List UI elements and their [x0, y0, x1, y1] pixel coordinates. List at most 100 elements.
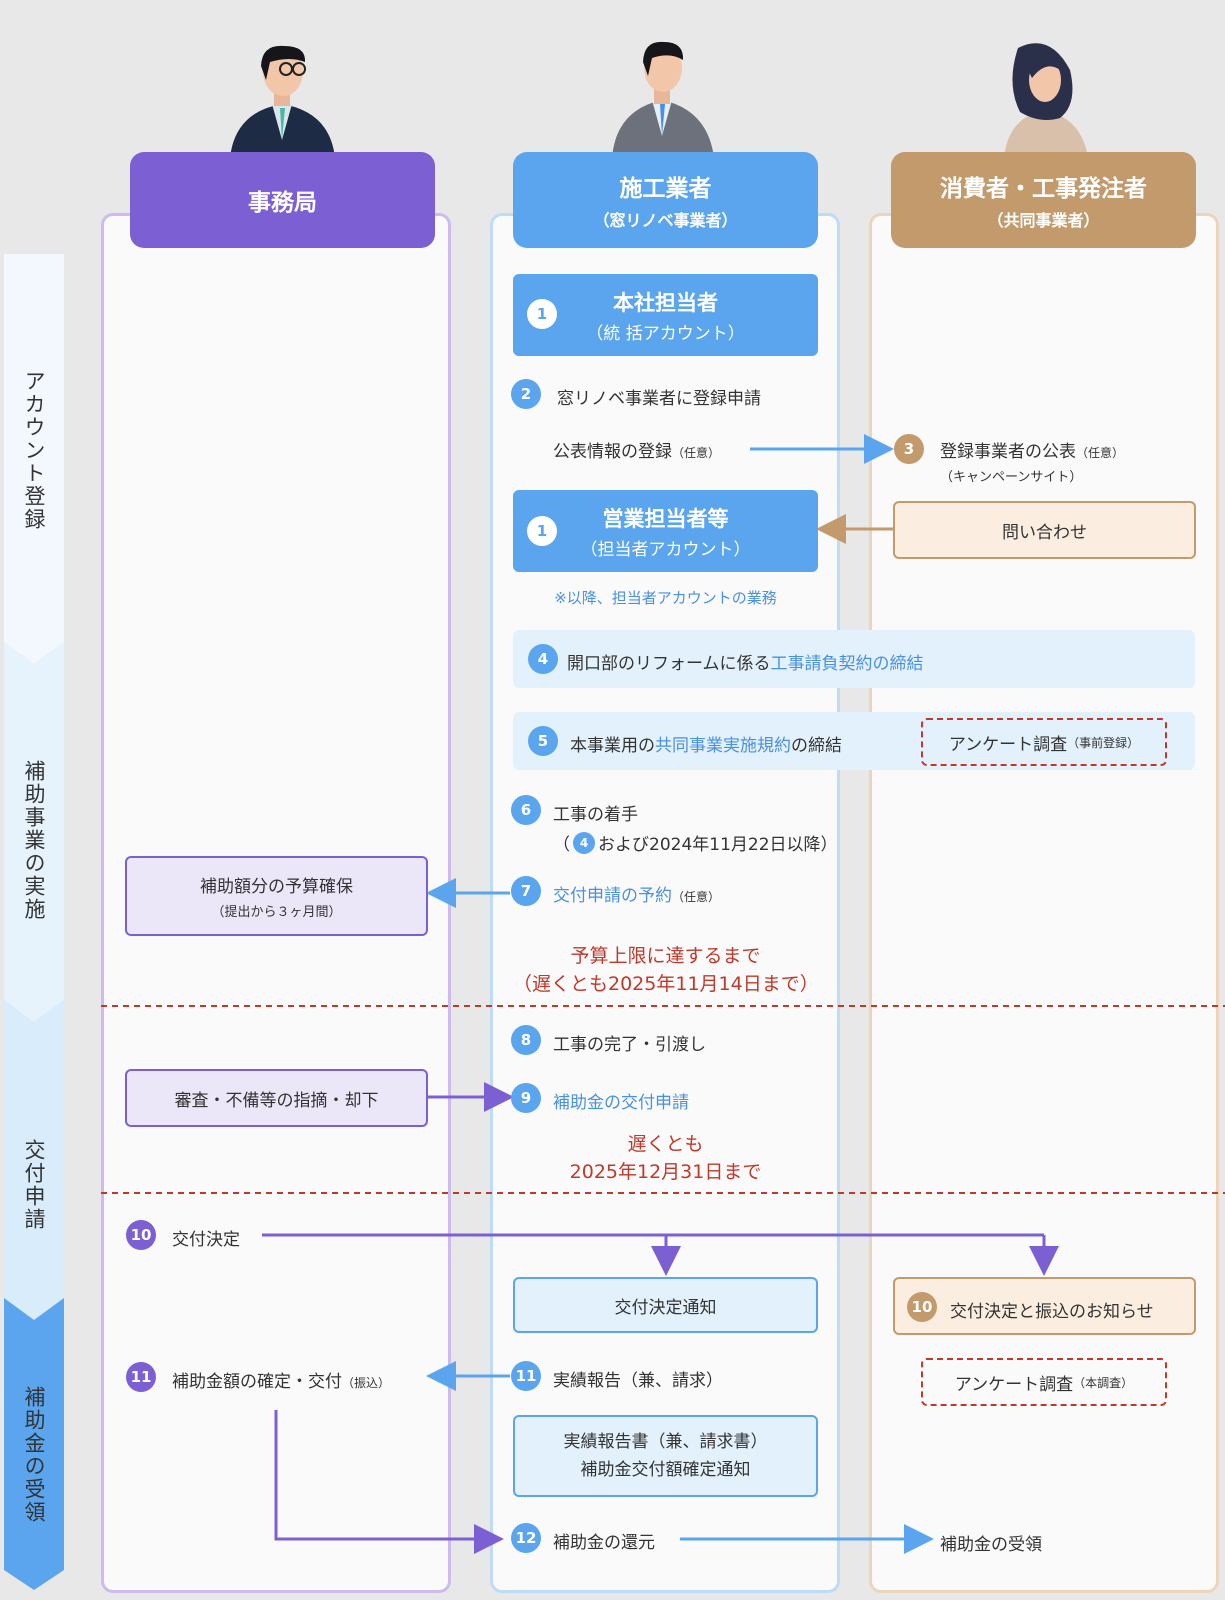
hq-account-box: 本社担当者 （統 括アカウント） [513, 274, 818, 356]
budget-box: 補助額分の予算確保 （提出から３ヶ月間） [125, 856, 428, 936]
office-title: 事務局 [248, 190, 317, 216]
deadline-budget: 予算上限に達するまで （遅くとも2025年11月14日まで） [513, 942, 819, 998]
public-info-label: 公表情報の登録 [553, 442, 672, 462]
inquiry-box: 問い合わせ [893, 501, 1196, 559]
step5-highlight: 共同事業実施規約 [655, 736, 791, 756]
budget-box-line2: （提出から３ヶ月間） [211, 905, 342, 920]
step10-consumer-badge: 10 [907, 1292, 937, 1322]
step3-label: 登録事業者の公表 [940, 442, 1076, 462]
step4-row [513, 630, 1195, 688]
step11-office-badge: 11 [126, 1362, 156, 1392]
step8-text: 工事の完了・引渡し [553, 1035, 706, 1055]
step9-text: 補助金の交付申請 [553, 1093, 689, 1113]
step2-badge: 2 [511, 379, 541, 409]
step4-pre: 開口部のリフォームに係る [567, 654, 771, 674]
grant-notice-box: 交付決定通知 [513, 1277, 818, 1333]
step9-badge: 9 [511, 1083, 541, 1113]
contractor-header: 施工業者 （窓リノベ事業者） [513, 152, 818, 248]
step11-office-text: 補助金額の確定・交付（振込） [172, 1367, 390, 1392]
deadline2-line1: 遅くとも [627, 1133, 704, 1155]
step1-sales-badge: 1 [527, 516, 557, 546]
phase-shape-application [4, 1000, 64, 1320]
step6-sub: （ 4 および2024年11月22日以降） [553, 830, 838, 855]
step12-badge: 12 [511, 1523, 541, 1553]
step4-badge: 4 [528, 644, 558, 674]
survey2-label: アンケート調査 [954, 1374, 1074, 1395]
step1-hq-badge: 1 [527, 299, 557, 329]
step5-row [513, 712, 1195, 770]
step7-badge: 7 [511, 876, 541, 906]
phase-shape-implementation [4, 642, 64, 1022]
step7-note: （任意） [672, 890, 721, 904]
step4-highlight: 工事請負契約の締結 [770, 654, 924, 674]
step6-text: 工事の着手 [553, 805, 638, 825]
public-info-text: 公表情報の登録（任意） [553, 437, 720, 462]
step10-consumer-text: 交付決定と振込のお知らせ [950, 1302, 1154, 1322]
consumer-header: 消費者・工事発注者 （共同事業者） [891, 152, 1196, 248]
hq-box-line2: （統 括アカウント） [586, 323, 745, 344]
report-box-line1: 実績報告書（兼、請求書） [563, 1432, 768, 1452]
receive-text: 補助金の受領 [940, 1535, 1042, 1555]
step3-text: 登録事業者の公表（任意） [940, 437, 1124, 462]
consumer-subtitle: （共同事業者） [987, 211, 1100, 230]
consumer-column [869, 213, 1219, 1593]
step12-text: 補助金の還元 [553, 1533, 655, 1553]
survey-preregister: アンケート調査（事前登録） [921, 718, 1167, 766]
survey2-note: （本調査） [1073, 1375, 1134, 1390]
step7-text: 交付申請の予約（任意） [553, 881, 720, 906]
report-box-line2: 補助金交付額確定通知 [580, 1460, 751, 1480]
deadline2-line2: 2025年12月31日まで [569, 1161, 762, 1183]
phase-label-account: アカウント登録 [22, 369, 46, 531]
step5-pre: 本事業用の [570, 736, 655, 756]
step5-text: 本事業用の共同事業実施規約の締結 [570, 731, 842, 756]
consumer-notice-box [893, 1277, 1196, 1335]
step10-office-text: 交付決定 [172, 1230, 240, 1250]
step6-sub-badge: 4 [573, 831, 595, 854]
phase-label-application: 交付申請 [22, 1139, 46, 1231]
step6-sub-post: および2024年11月22日以降） [598, 835, 838, 855]
step5-badge: 5 [528, 726, 558, 756]
phase-shape-account [4, 254, 64, 664]
phase-label-receipt: 補助金の受領 [22, 1386, 46, 1524]
report-box: 実績報告書（兼、請求書） 補助金交付額確定通知 [513, 1415, 818, 1497]
step11-contractor-badge: 11 [511, 1361, 541, 1391]
sales-box-line2: （担当者アカウント） [580, 539, 751, 560]
deadline1-line2: （遅くとも2025年11月14日まで） [513, 973, 819, 995]
sales-box-line1: 営業担当者等 [602, 506, 729, 531]
step10-office-badge: 10 [126, 1220, 156, 1250]
step6-sub-pre: （ [553, 835, 570, 855]
step11-office-label: 補助金額の確定・交付 [172, 1372, 342, 1392]
step3-badge: 3 [894, 434, 924, 464]
public-info-note: （任意） [672, 446, 721, 460]
contractor-title: 施工業者 [619, 176, 712, 202]
phase-label-implementation: 補助事業の実施 [22, 759, 46, 921]
after-note: ※以降、担当者アカウントの業務 [554, 589, 777, 607]
hq-box-line1: 本社担当者 [613, 290, 718, 315]
step11-office-note: （振込） [342, 1376, 391, 1390]
consumer-person-icon [1004, 43, 1088, 158]
survey1-label: アンケート調査 [948, 734, 1068, 755]
deadline1-line1: 予算上限に達するまで [570, 945, 761, 967]
step2-text: 窓リノベ事業者に登録申請 [557, 389, 761, 409]
step8-badge: 8 [511, 1025, 541, 1055]
consumer-title: 消費者・工事発注者 [940, 176, 1147, 202]
step6-badge: 6 [511, 795, 541, 825]
review-box: 審査・不備等の指摘・却下 [125, 1069, 428, 1127]
contractor-column [490, 213, 840, 1593]
step7-label: 交付申請の予約 [553, 886, 672, 906]
step11-contractor-text: 実績報告（兼、請求） [553, 1371, 723, 1391]
arrow-payment [274, 1410, 504, 1554]
step3-note: （任意） [1076, 446, 1125, 460]
office-person-icon [230, 45, 335, 158]
deadline-application: 遅くとも 2025年12月31日まで [513, 1130, 818, 1186]
phase-shape-receipt [4, 1298, 64, 1590]
step3-sub: （キャンペーンサイト） [940, 470, 1083, 485]
budget-box-line1: 補助額分の予算確保 [200, 877, 353, 897]
office-header: 事務局 [130, 152, 435, 248]
person-illustrations [230, 41, 1088, 158]
sales-account-box: 営業担当者等 （担当者アカウント） [513, 490, 818, 572]
step4-text: 開口部のリフォームに係る工事請負契約の締結 [567, 649, 924, 674]
step5-post: の締結 [791, 736, 842, 756]
